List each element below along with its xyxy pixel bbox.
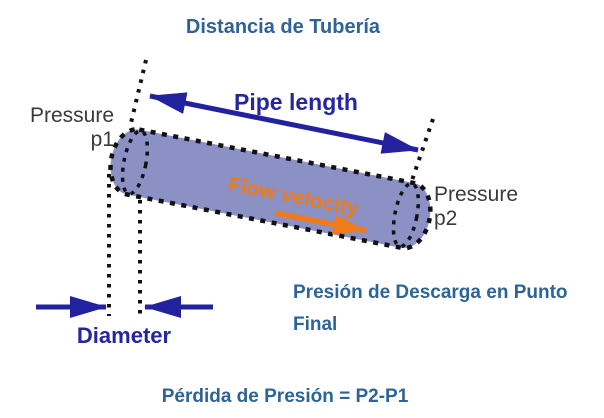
diameter-label: Diameter bbox=[77, 323, 172, 348]
diagram-title: Distancia de Tubería bbox=[186, 16, 381, 38]
flow-velocity-arrow bbox=[275, 210, 368, 235]
pressure-p1-label-line1: Pressure bbox=[30, 104, 114, 127]
pressure-loss-formula: Pérdida de Presión = P2-P1 bbox=[162, 386, 409, 407]
discharge-pressure-label-line2: Final bbox=[293, 314, 337, 335]
guide-line-top-right bbox=[408, 118, 435, 187]
pipe-section-left bbox=[120, 129, 150, 196]
pressure-p2-label-line1: Pressure bbox=[434, 183, 518, 206]
discharge-pressure-label-line1: Presión de Descarga en Punto bbox=[293, 282, 568, 303]
pressure-p1-label-line2: p1 bbox=[91, 128, 114, 151]
pressure-p2-label-line2: p2 bbox=[434, 207, 457, 230]
guide-line-top-left bbox=[128, 59, 148, 128]
pipe-body: Flow velocity bbox=[108, 127, 433, 251]
pipe-length-arrow bbox=[149, 92, 419, 154]
pipe-section-right bbox=[391, 181, 421, 249]
pipe-length-label: Pipe length bbox=[234, 89, 358, 115]
